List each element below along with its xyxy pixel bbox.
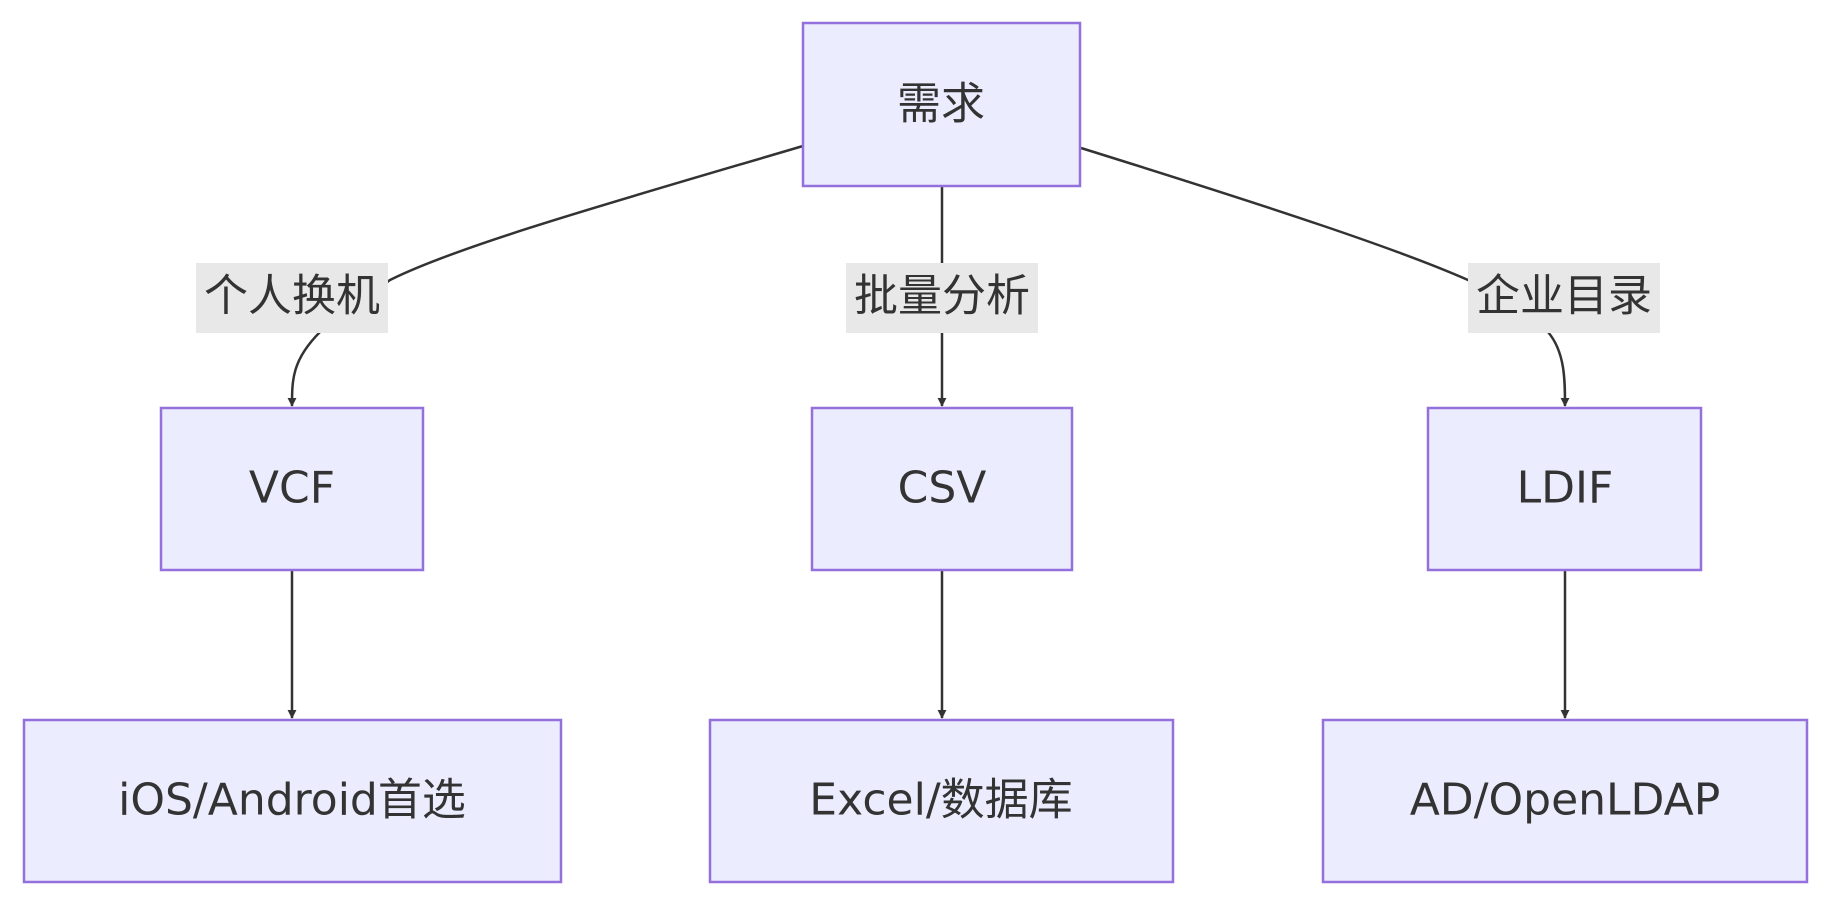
edge-labels: 个人换机 批量分析 企业目录 bbox=[196, 263, 1660, 333]
node-label: LDIF bbox=[1517, 463, 1614, 514]
edge-label-text: 个人换机 bbox=[204, 271, 380, 322]
node-csv[interactable]: CSV bbox=[810, 406, 1074, 572]
node-label: AD/OpenLDAP bbox=[1410, 775, 1721, 826]
node-vcf-use[interactable]: iOS/Android首选 bbox=[22, 718, 563, 884]
edge-root-to-vcf bbox=[287, 144, 804, 407]
edge-label-text: 批量分析 bbox=[854, 271, 1030, 322]
node-ldif-use[interactable]: AD/OpenLDAP bbox=[1321, 718, 1809, 884]
edge-label-text: 企业目录 bbox=[1476, 271, 1652, 322]
edge-root-to-ldif bbox=[1080, 146, 1570, 407]
node-label: iOS/Android首选 bbox=[118, 775, 466, 826]
node-label: 需求 bbox=[897, 79, 985, 130]
nodes: 需求 VCF CSV LDIF iOS/Android首选 Excel/数据库 … bbox=[22, 21, 1809, 884]
node-label: Excel/数据库 bbox=[809, 775, 1072, 826]
node-label: VCF bbox=[249, 463, 335, 514]
node-vcf[interactable]: VCF bbox=[159, 406, 425, 572]
node-root[interactable]: 需求 bbox=[801, 21, 1082, 188]
node-ldif[interactable]: LDIF bbox=[1426, 406, 1703, 572]
edge-label-enterprise-directory: 企业目录 bbox=[1468, 263, 1660, 333]
node-label: CSV bbox=[898, 463, 987, 514]
edge-label-personal-switch: 个人换机 bbox=[196, 263, 388, 333]
edge-label-batch-analysis: 批量分析 bbox=[846, 263, 1038, 333]
node-csv-use[interactable]: Excel/数据库 bbox=[708, 718, 1175, 884]
edges bbox=[287, 144, 1570, 719]
